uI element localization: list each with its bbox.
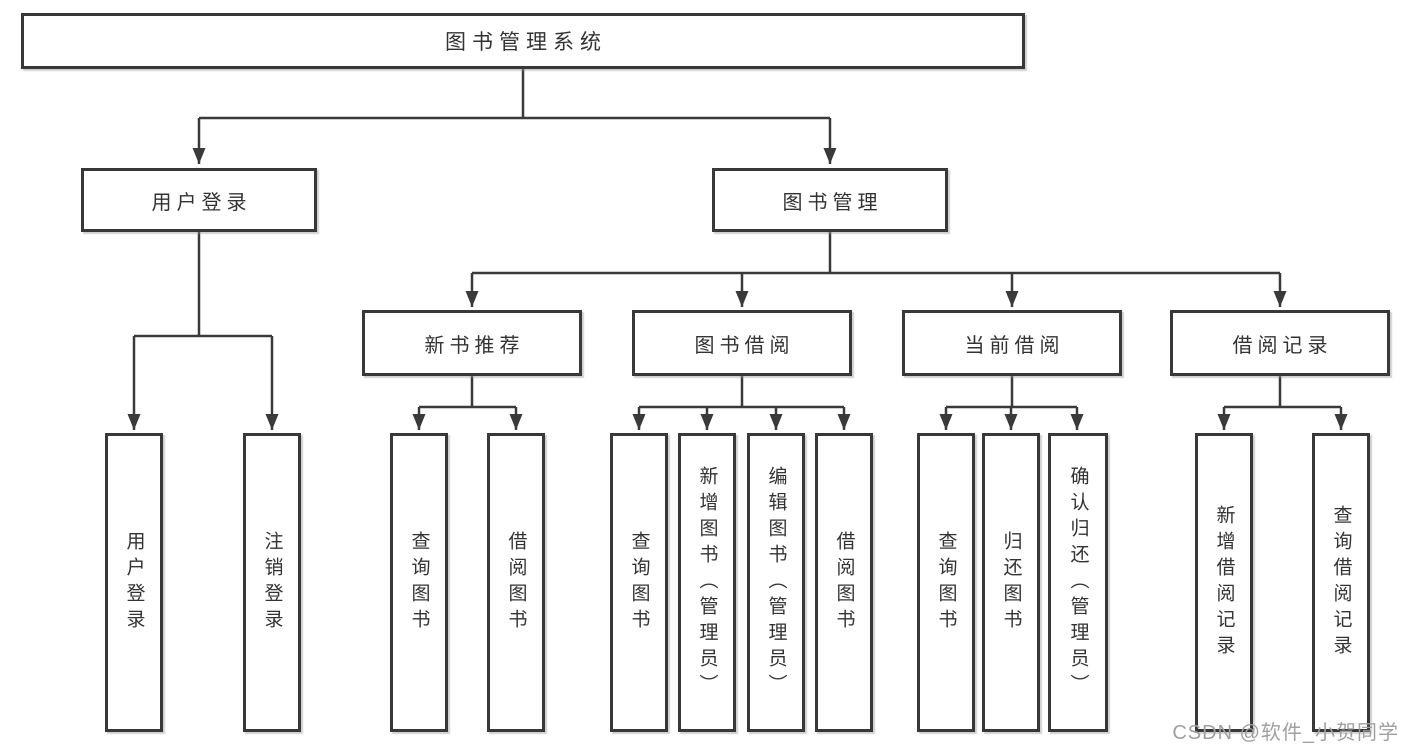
node-borrowing-records: 借阅记录 <box>1170 310 1390 376</box>
leaf-add-borrow-record: 新增借阅记录 <box>1195 433 1253 732</box>
leaf-query-books-2: 查询图书 <box>610 433 668 732</box>
watermark: CSDN @软件_小贺同学 <box>1172 722 1399 744</box>
node-book-management: 图书管理 <box>712 168 948 232</box>
node-user-login: 用户登录 <box>81 168 317 232</box>
leaf-borrow-books-1: 借阅图书 <box>487 433 545 732</box>
leaf-query-books-3: 查询图书 <box>917 433 975 732</box>
leaf-borrow-books-2: 借阅图书 <box>815 433 873 732</box>
leaf-edit-books-admin: 编辑图书（管理员） <box>747 433 805 732</box>
leaf-logout: 注销登录 <box>243 433 301 732</box>
node-current-borrowing: 当前借阅 <box>902 310 1122 376</box>
leaf-return-books: 归还图书 <box>982 433 1040 732</box>
node-book-borrowing: 图书借阅 <box>632 310 852 376</box>
connector-skeleton <box>134 69 1341 409</box>
leaf-add-books-admin: 新增图书（管理员） <box>678 433 736 732</box>
leaf-user-login: 用户登录 <box>105 433 163 732</box>
leaf-query-borrow-record: 查询借阅记录 <box>1312 433 1370 732</box>
node-root: 图书管理系统 <box>21 13 1025 69</box>
leaf-query-books-1: 查询图书 <box>390 433 448 732</box>
leaf-confirm-return-admin: 确认归还（管理员） <box>1048 433 1108 732</box>
node-new-book-recommend: 新书推荐 <box>362 310 582 376</box>
